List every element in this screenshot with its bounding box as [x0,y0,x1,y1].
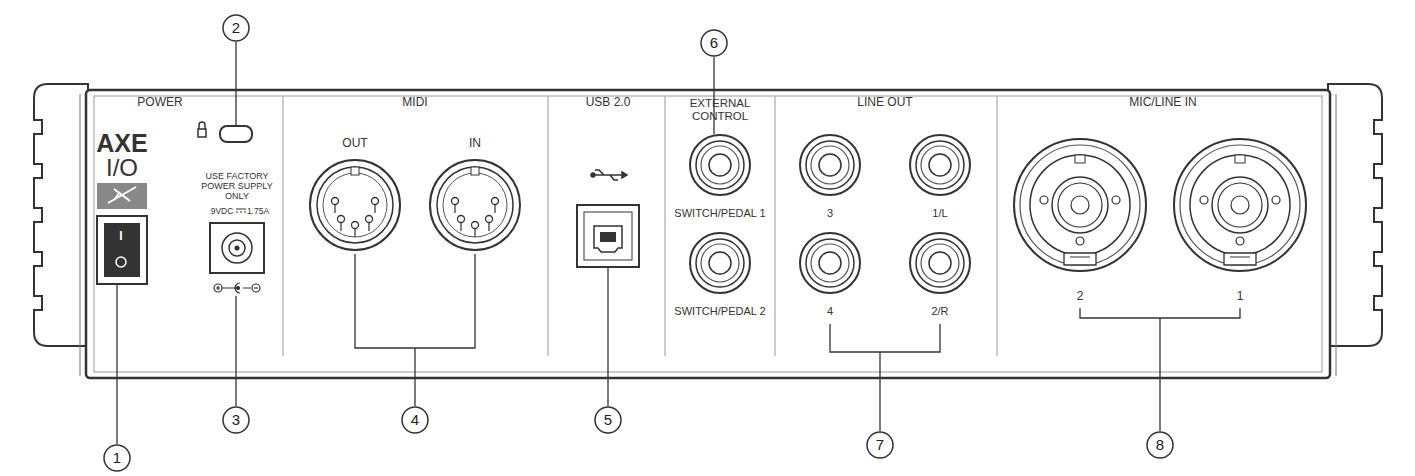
section-title: MIC/LINE IN [1129,96,1196,109]
port-label: 1 [1237,290,1244,303]
port-label: 1/L [932,207,947,219]
section-title: LINE OUT [857,96,912,109]
port-label: IN [469,137,481,150]
section-title: USB 2.0 [586,96,631,109]
callout-number: 3 [232,412,240,429]
power-rating: 1.75A [247,207,269,216]
port-label: 3 [827,207,833,219]
callout-number: 4 [411,412,419,429]
callout-number: 6 [710,35,718,52]
power-rating: 9VDC [211,207,234,216]
brand-logo: I/O [106,155,138,181]
brand-logo: AXE [96,130,147,158]
callout-number: 8 [1156,437,1164,454]
section-title: EXTERNAL CONTROL [675,97,765,122]
section-title: POWER [137,96,182,109]
port-label: SWITCH/PEDAL 1 [674,207,765,219]
power-note: USE FACTORY POWER SUPPLY ONLY [195,172,279,202]
callout-number: 1 [113,450,121,467]
callout-number: 2 [232,20,240,37]
port-label: 4 [827,305,833,317]
port-label: 2 [1077,290,1084,303]
port-label: OUT [342,137,367,150]
callout-number: 5 [604,412,612,429]
switch-mark: I [119,230,122,243]
section-title: MIDI [402,96,427,109]
callout-number: 7 [876,437,884,454]
port-label: 2/R [931,305,948,317]
port-label: SWITCH/PEDAL 2 [674,305,765,317]
